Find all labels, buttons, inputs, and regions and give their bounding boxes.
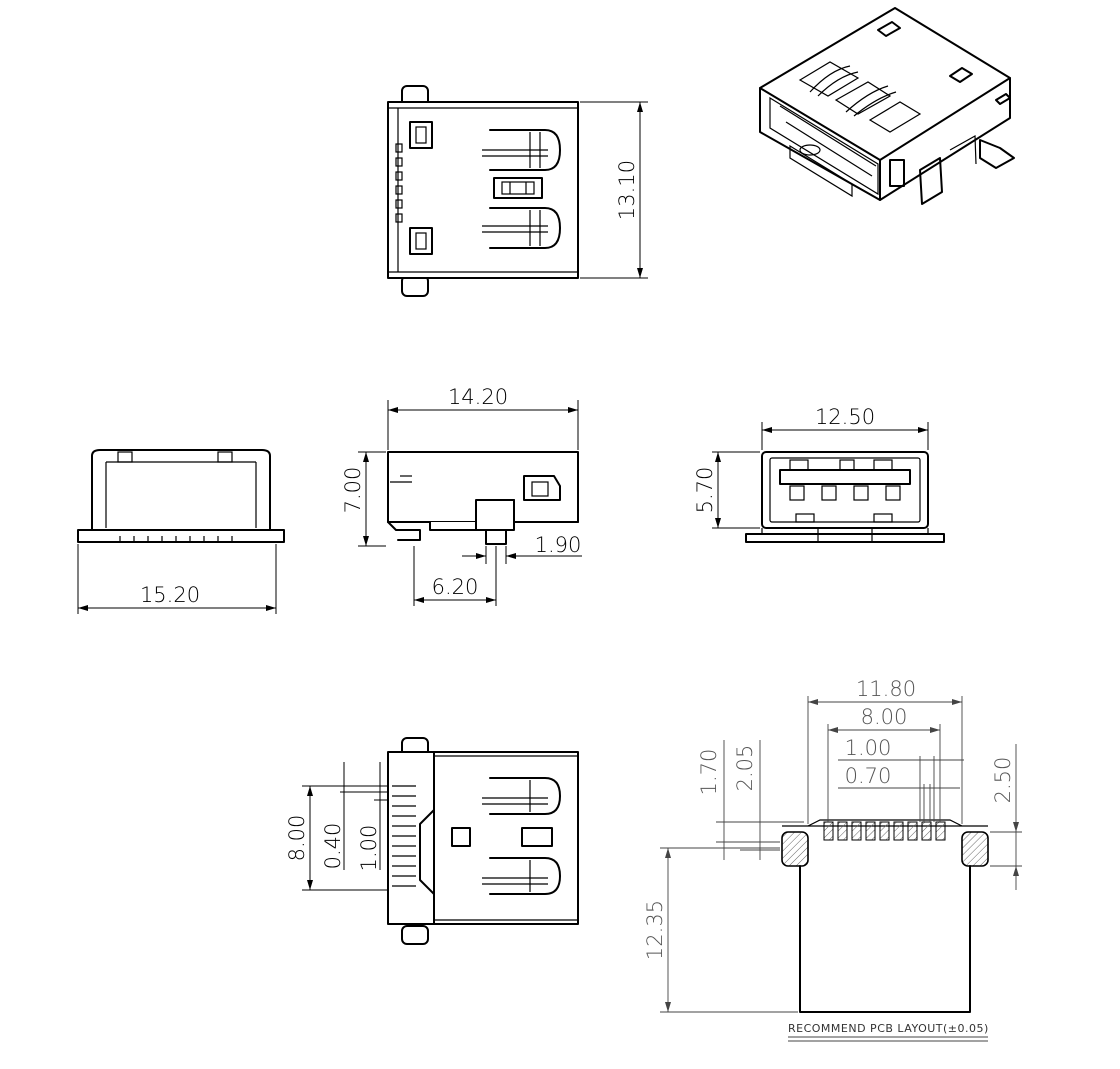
front-view: 12.50 5.70 — [693, 405, 945, 543]
side-view: 14.20 7.00 1.90 6.20 — [341, 385, 582, 606]
pcb-layout-note: RECOMMEND PCB LAYOUT(±0.05) — [788, 1022, 989, 1035]
front-view-contacts — [789, 459, 901, 523]
pcb-layout: 11.80 8.00 1.00 0.70 1.70 2.05 2.50 — [643, 677, 1022, 1042]
top-view-contacts — [395, 143, 403, 223]
dim-bottom-pad: 1.00 — [357, 825, 381, 872]
dim-pcb-row2: 2.05 — [733, 745, 757, 792]
dim-pcb-pin-width: 0.70 — [845, 764, 892, 788]
pcb-signal-pads — [823, 821, 946, 841]
dim-front-width: 12.50 — [815, 405, 875, 429]
dim-bottom-span: 8.00 — [285, 815, 309, 862]
dim-bottom-pitch: 0.40 — [321, 823, 345, 870]
dim-pcb-row1: 1.70 — [697, 749, 721, 796]
dim-side-length: 14.20 — [448, 385, 508, 409]
top-view: 13.10 — [387, 85, 648, 297]
dim-pcb-pad: 2.50 — [991, 757, 1015, 804]
left-end-pins — [119, 536, 233, 542]
dim-top-height: 13.10 — [615, 160, 639, 220]
bottom-view: 8.00 0.40 1.00 — [285, 737, 579, 945]
dim-side-offset: 6.20 — [432, 575, 479, 599]
left-end-view: 15.20 — [77, 449, 285, 614]
dim-left-width: 15.20 — [140, 583, 200, 607]
dim-side-height: 7.00 — [341, 467, 365, 514]
dim-pcb-pin-span: 8.00 — [861, 705, 908, 729]
bottom-view-pins — [392, 785, 416, 887]
dim-pcb-length: 12.35 — [643, 900, 667, 960]
dim-pcb-pin-pitch: 1.00 — [845, 736, 892, 760]
dim-front-height: 5.70 — [693, 467, 717, 514]
isometric-view — [759, 7, 1015, 205]
dim-side-peg: 1.90 — [535, 533, 582, 557]
dim-pcb-overall: 11.80 — [856, 677, 916, 701]
